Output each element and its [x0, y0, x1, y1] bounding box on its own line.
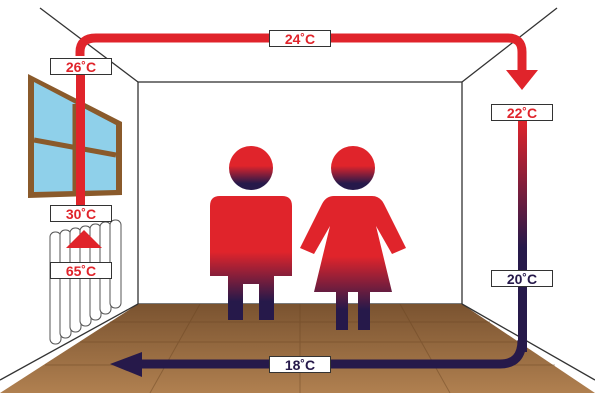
temp-label-radiator: 65˚C — [50, 262, 112, 279]
man-icon — [210, 146, 292, 320]
temp-label-left-mid: 30˚C — [50, 205, 112, 222]
temp-label-right-mid: 20˚C — [491, 270, 553, 287]
warm-air-flow-arrow — [66, 38, 538, 248]
temp-label-ceiling-left: 26˚C — [50, 58, 112, 75]
woman-icon — [300, 146, 406, 330]
temp-label-ceiling-mid: 24˚C — [269, 30, 331, 47]
window-icon — [28, 74, 122, 198]
temp-label-floor-mid: 18˚C — [269, 356, 331, 373]
temp-label-right-top: 22˚C — [491, 104, 553, 121]
